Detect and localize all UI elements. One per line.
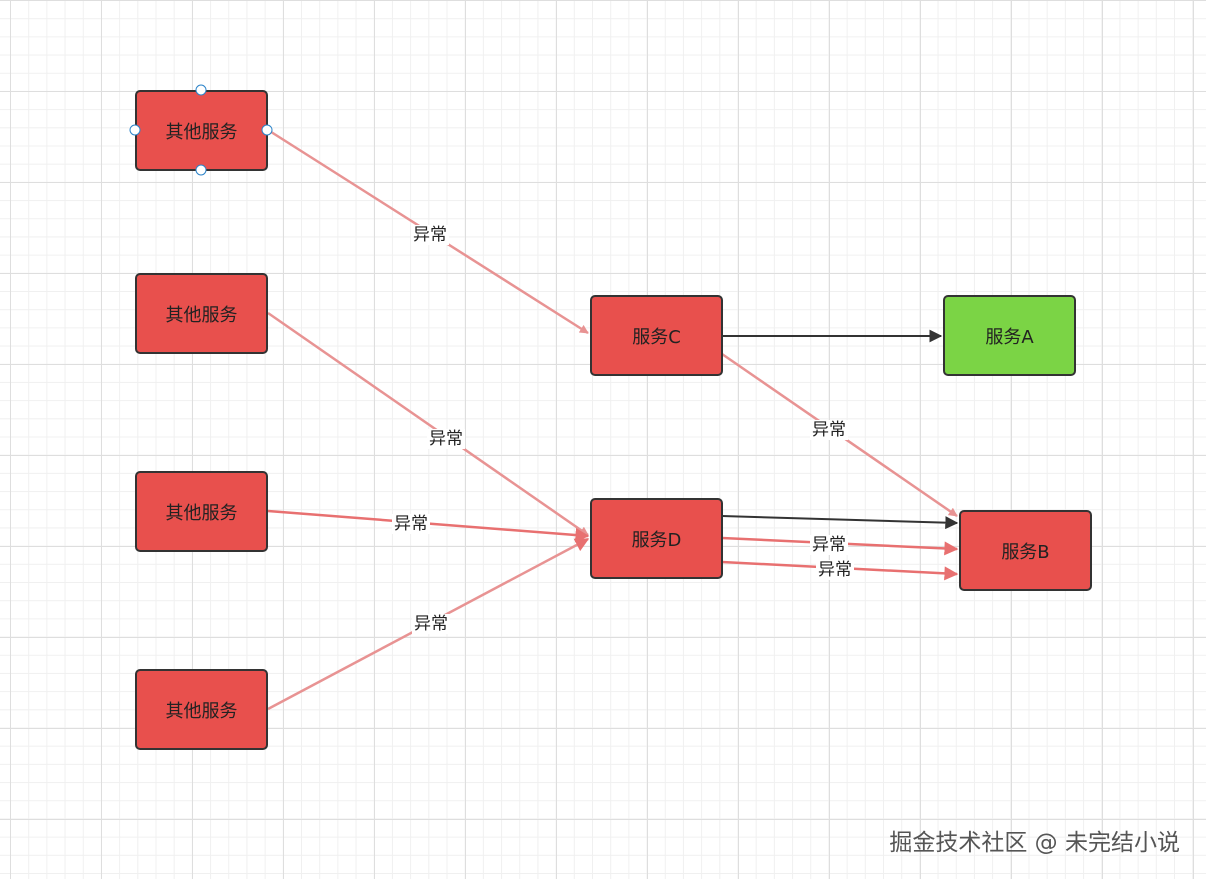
edge-label-d-to-b-1[interactable]: 异常 <box>810 535 848 555</box>
edge-other2-to-service-d[interactable] <box>267 311 589 537</box>
edge-label-other1-to-c[interactable]: 异常 <box>411 225 449 245</box>
node-label: 其他服务 <box>165 121 238 143</box>
edge-label-d-to-b-2[interactable]: 异常 <box>816 560 854 580</box>
selection-handle-top[interactable] <box>195 84 207 96</box>
node-other-service-3[interactable]: 其他服务 <box>135 471 268 552</box>
node-label: 服务B <box>1001 541 1050 563</box>
node-label: 其他服务 <box>165 700 238 722</box>
selection-handle-bottom[interactable] <box>195 164 207 176</box>
node-label: 其他服务 <box>165 304 238 326</box>
node-label: 服务A <box>985 326 1034 348</box>
node-label: 服务D <box>631 529 682 551</box>
edge-label-other3-to-d[interactable]: 异常 <box>392 514 430 534</box>
node-service-c[interactable]: 服务C <box>590 295 723 376</box>
watermark: 掘金技术社区 @ 未完结小说 <box>889 830 1180 856</box>
edge-label-c-to-b[interactable]: 异常 <box>810 420 848 440</box>
edge-label-other2-to-d[interactable]: 异常 <box>427 429 465 449</box>
selection-handle-right[interactable] <box>261 124 273 136</box>
edge-label-other4-to-d[interactable]: 异常 <box>412 614 450 634</box>
selection-handle-left[interactable] <box>129 124 141 136</box>
node-service-b[interactable]: 服务B <box>959 510 1092 591</box>
node-other-service-2[interactable]: 其他服务 <box>135 273 268 354</box>
node-label: 服务C <box>632 326 681 348</box>
node-other-service-4[interactable]: 其他服务 <box>135 669 268 750</box>
node-other-service-1[interactable]: 其他服务 <box>135 90 268 171</box>
node-service-a[interactable]: 服务A <box>943 295 1076 376</box>
node-service-d[interactable]: 服务D <box>590 498 723 579</box>
node-label: 其他服务 <box>165 502 238 524</box>
edge-service-d-to-service-b-normal[interactable] <box>721 515 959 530</box>
